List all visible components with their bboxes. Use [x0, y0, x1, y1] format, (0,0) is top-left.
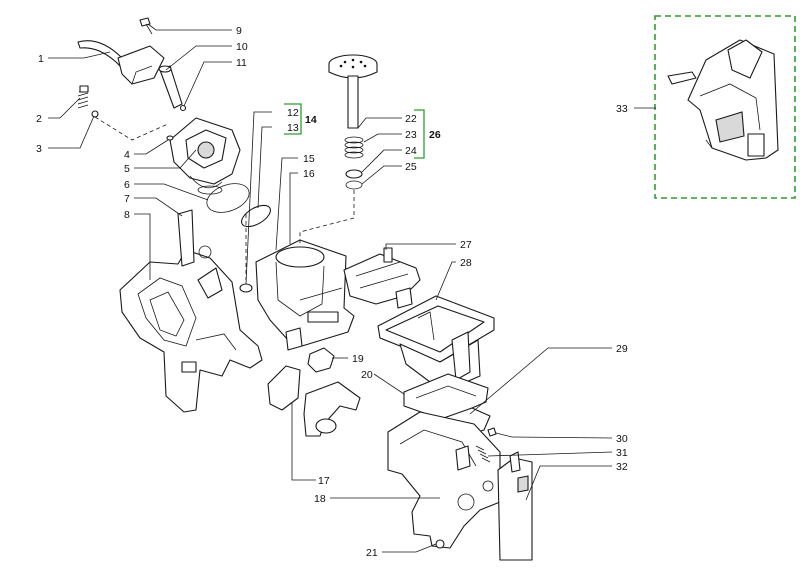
alignment-lines — [94, 116, 355, 280]
callout-33: 33 — [616, 103, 628, 115]
part-13-disc — [241, 204, 271, 228]
part-23-spring — [344, 136, 364, 159]
callout-31: 31 — [616, 447, 628, 459]
part-1-lever — [77, 40, 165, 85]
part-25-oring — [345, 180, 363, 190]
callout-29: 29 — [616, 343, 628, 355]
callout-labels: 1 2 3 4 5 6 7 8 9 10 11 12 13 14 15 16 1… — [36, 25, 628, 559]
callout-7: 7 — [124, 193, 130, 205]
part-3-ball — [91, 110, 99, 118]
part-24-washer — [345, 169, 363, 179]
part-6-ring — [206, 183, 250, 213]
group-14-bracket — [284, 103, 302, 135]
callout-10: 10 — [236, 41, 248, 53]
callout-6: 6 — [124, 179, 130, 191]
callout-25: 25 — [405, 161, 417, 173]
group-26-bracket — [414, 109, 425, 159]
callout-23: 23 — [405, 129, 417, 141]
part-22-plunger — [328, 54, 378, 129]
part-27-linkage — [343, 247, 421, 309]
part-28-hopper — [377, 295, 495, 389]
callout-28: 28 — [460, 257, 472, 269]
leader-lines — [48, 23, 656, 553]
callout-14: 14 — [305, 114, 317, 126]
callout-15: 15 — [303, 153, 315, 165]
callout-22: 22 — [405, 113, 417, 125]
part-11-clip — [179, 104, 187, 112]
callout-17: 17 — [318, 475, 330, 487]
callout-4: 4 — [124, 149, 130, 161]
callout-20: 20 — [361, 369, 373, 381]
part-4-washer — [166, 135, 174, 141]
callout-27: 27 — [460, 239, 472, 251]
callout-5: 5 — [124, 163, 130, 175]
callout-24: 24 — [405, 145, 417, 157]
part-32-lever — [497, 451, 533, 561]
part-2-spring — [77, 85, 89, 109]
callout-19: 19 — [352, 353, 364, 365]
inset-assembled-view-frame — [654, 15, 796, 199]
part-10-pin — [158, 65, 183, 109]
part-20-tray — [403, 373, 489, 421]
part-33-assembled-unit — [667, 39, 779, 161]
callout-12: 12 — [287, 107, 299, 119]
callout-11: 11 — [236, 57, 247, 69]
part-16-chamber — [255, 239, 355, 351]
callout-30: 30 — [616, 433, 628, 445]
callout-3: 3 — [36, 143, 42, 155]
callout-8: 8 — [124, 209, 130, 221]
part-19-block — [307, 347, 335, 373]
callout-16: 16 — [303, 168, 315, 180]
callout-2: 2 — [36, 113, 42, 125]
callout-18: 18 — [314, 493, 326, 505]
part-5-head — [169, 117, 241, 195]
part-12-ring — [239, 283, 253, 293]
part-9-screw — [139, 17, 153, 35]
callout-26: 26 — [429, 129, 441, 141]
part-17-fork — [267, 365, 361, 437]
callout-21: 21 — [366, 547, 378, 559]
part-31-spring — [475, 445, 491, 463]
callout-32: 32 — [616, 461, 628, 473]
callout-1: 1 — [38, 53, 44, 65]
part-18-housing — [387, 411, 501, 549]
callout-13: 13 — [287, 122, 299, 134]
callout-9: 9 — [236, 25, 242, 37]
part-8-left-frame — [119, 209, 263, 413]
part-30-screw — [487, 427, 513, 438]
